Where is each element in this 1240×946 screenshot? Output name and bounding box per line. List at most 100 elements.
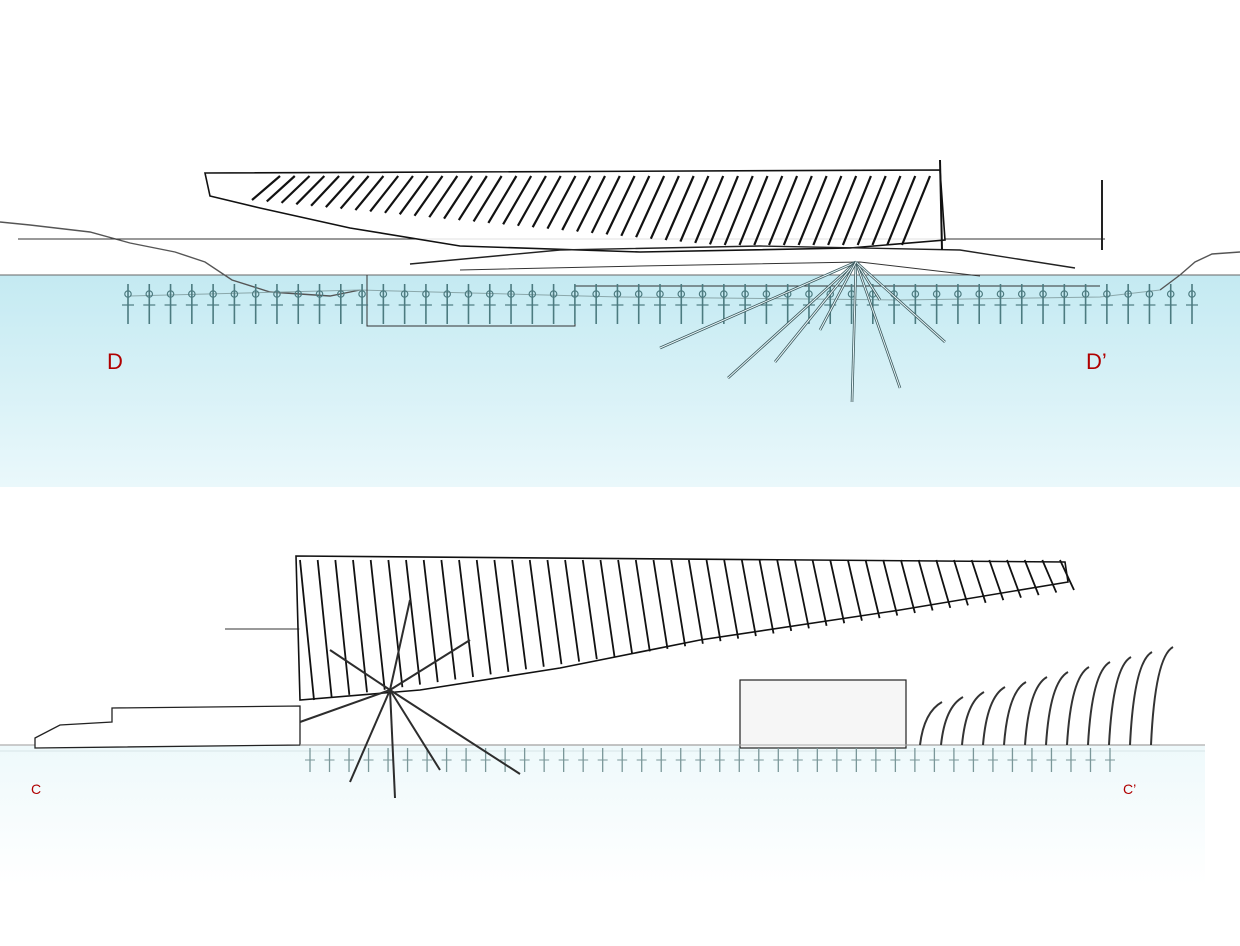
- roof-slat: [475, 559, 492, 675]
- section-label-c: C: [31, 781, 42, 797]
- roof-slat: [405, 559, 421, 685]
- pile-node: [1081, 290, 1090, 298]
- roof-slat: [705, 559, 722, 642]
- roof-slat: [325, 175, 355, 208]
- section-d-group: [0, 159, 1240, 487]
- roof-slat: [740, 559, 757, 637]
- pile-node: [762, 290, 771, 298]
- curved-fin: [1045, 671, 1069, 746]
- spire-top: [939, 159, 943, 251]
- roof-slat: [266, 175, 296, 203]
- roof-slat: [280, 175, 311, 204]
- curved-fin: [940, 696, 964, 746]
- roof-slat: [299, 559, 315, 701]
- pile-node: [805, 290, 813, 298]
- root-ray-inner: [855, 261, 946, 343]
- root-ray-inner: [727, 261, 857, 379]
- pile-node: [1103, 290, 1111, 298]
- roof-slat: [856, 175, 887, 246]
- section-label-d-prime: D’: [1086, 349, 1107, 374]
- curved-fin: [1003, 681, 1027, 746]
- roof-slat: [670, 559, 687, 647]
- pile-node: [528, 290, 537, 298]
- pile-node: [954, 290, 962, 298]
- roof-slat: [634, 559, 651, 652]
- pile-node: [1039, 290, 1047, 298]
- pile-node: [230, 290, 239, 298]
- pile-node: [336, 290, 345, 298]
- roof-slat: [970, 559, 987, 604]
- roof-slat: [251, 175, 281, 201]
- section-c-group: [0, 555, 1205, 885]
- pile-node: [443, 290, 452, 298]
- roof-slat: [310, 175, 340, 207]
- section-label-d: D: [107, 349, 123, 374]
- pile-node: [932, 290, 941, 298]
- roof-slat: [605, 175, 636, 235]
- root-ray-inner: [819, 261, 857, 331]
- pile-node: [571, 290, 579, 298]
- roof-slat: [493, 559, 510, 672]
- roof-slat: [564, 559, 581, 662]
- roof-slat: [694, 175, 725, 244]
- roof-slat: [440, 559, 457, 680]
- roof-slat: [758, 559, 775, 634]
- roof-slat: [797, 175, 828, 246]
- root-ray-inner: [851, 261, 857, 403]
- section-label-c-prime: C’: [1123, 781, 1137, 797]
- roof-slat: [723, 175, 754, 246]
- roof-slat: [847, 559, 863, 621]
- roof-slat: [1059, 559, 1075, 591]
- pile-node: [1124, 290, 1132, 298]
- roof-slat: [768, 175, 799, 246]
- roof-slat: [882, 559, 899, 616]
- curved-fin: [1129, 651, 1153, 746]
- roof-slat: [354, 175, 385, 211]
- root-ray: [389, 689, 441, 771]
- roof-slat: [794, 559, 810, 629]
- root-ray: [329, 649, 391, 691]
- pile-node: [720, 290, 728, 298]
- roof-slat: [457, 175, 488, 221]
- piles-bottom: [305, 748, 1115, 772]
- roof-slat: [617, 559, 634, 655]
- pile-node: [124, 290, 132, 298]
- roof-slat: [384, 175, 414, 214]
- pile-node: [166, 290, 175, 298]
- roof-slat: [316, 559, 333, 698]
- roof-slat: [723, 559, 740, 639]
- pile-node: [422, 290, 430, 298]
- roof-slat: [708, 175, 739, 245]
- pile-node: [315, 290, 324, 298]
- roof-slats-bottom: [299, 559, 1075, 701]
- roof-slat: [295, 175, 326, 206]
- curved-fin: [961, 691, 985, 746]
- roof-wedge-top: [204, 169, 946, 253]
- roof-slat: [576, 175, 606, 232]
- root-ray-inner: [855, 261, 901, 389]
- roof-slat: [339, 175, 370, 210]
- roof-slat: [531, 175, 562, 228]
- roof-slat: [988, 559, 1005, 601]
- roof-slat: [664, 175, 695, 241]
- low-deck-bottom: [34, 705, 301, 749]
- roof-slat: [581, 559, 598, 660]
- roof-slat: [782, 175, 813, 246]
- roof-slat: [352, 559, 368, 693]
- roof-slat: [635, 175, 666, 238]
- pile-node: [698, 290, 707, 298]
- roof-slat: [917, 559, 934, 611]
- roof-slat: [620, 175, 651, 237]
- pile-node: [613, 290, 622, 298]
- roof-slat: [900, 559, 916, 614]
- pile-node: [379, 290, 388, 298]
- root-ray: [299, 689, 391, 723]
- pile-node: [400, 290, 409, 298]
- root-ray: [389, 639, 471, 691]
- curved-fin: [1108, 656, 1132, 746]
- roof-slat: [900, 175, 932, 246]
- roof-slat: [428, 175, 459, 218]
- roof-slat: [827, 175, 858, 246]
- pile-node: [485, 290, 494, 298]
- terrain-right: [1159, 251, 1240, 291]
